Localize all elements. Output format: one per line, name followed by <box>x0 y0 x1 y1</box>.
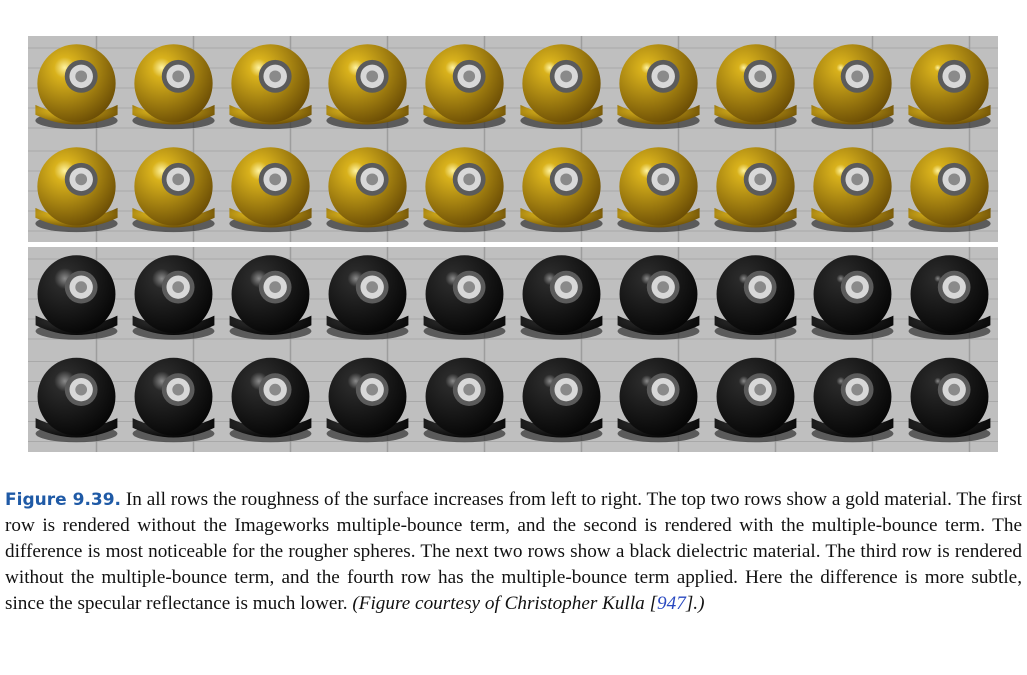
reference-link[interactable]: 947 <box>657 593 686 614</box>
gold-sphere-row2-3 <box>229 147 312 233</box>
black-sphere-row2-9 <box>811 357 894 443</box>
black-sphere-row2-7 <box>617 357 700 443</box>
black-sphere-row1-1 <box>35 255 118 340</box>
black-sphere-row1-7 <box>617 255 700 340</box>
gold-sphere-row1-1 <box>35 44 118 130</box>
gold-sphere-row1-9 <box>811 44 894 130</box>
black-sphere-row1-4 <box>326 255 409 340</box>
figure-image <box>28 36 998 452</box>
black-sphere-row2-10 <box>908 357 991 443</box>
figure-label: Figure 9.39. <box>5 490 122 510</box>
gold-sphere-row1-8 <box>714 44 797 130</box>
black-sphere-row1-5 <box>423 255 506 340</box>
black-sphere-row2-8 <box>714 357 797 443</box>
gold-sphere-row2-9 <box>811 147 894 233</box>
figure-credit: (Figure courtesy of Christopher Kulla [9… <box>352 593 704 614</box>
gold-sphere-row1-4 <box>326 44 409 130</box>
black-sphere-row1-6 <box>520 255 603 340</box>
gold-sphere-row2-4 <box>326 147 409 233</box>
black-sphere-row2-5 <box>423 357 506 443</box>
black-sphere-row1-2 <box>132 255 215 340</box>
gold-sphere-row1-6 <box>520 44 603 130</box>
credit-close: ].) <box>685 593 705 614</box>
gold-sphere-row2-1 <box>35 147 118 233</box>
gold-sphere-row2-5 <box>423 147 506 233</box>
black-sphere-row2-6 <box>520 357 603 443</box>
black-sphere-row1-3 <box>229 255 312 340</box>
black-sphere-row2-4 <box>326 357 409 443</box>
gold-sphere-row2-10 <box>908 147 991 233</box>
black-sphere-row2-2 <box>132 357 215 443</box>
gold-sphere-row2-6 <box>520 147 603 233</box>
gold-sphere-row1-10 <box>908 44 991 130</box>
gold-sphere-row1-3 <box>229 44 312 130</box>
black-sphere-row1-10 <box>908 255 991 340</box>
credit-open: (Figure courtesy of Christopher Kulla [ <box>352 593 658 614</box>
caption-text: In all rows the roughness of the surface… <box>5 489 1023 614</box>
black-sphere-row1-8 <box>714 255 797 340</box>
gold-sphere-row2-8 <box>714 147 797 233</box>
black-sphere-row2-3 <box>229 357 312 443</box>
gold-sphere-row2-7 <box>617 147 700 233</box>
black-spheres-render <box>28 247 998 452</box>
gold-material-strip <box>28 36 998 242</box>
gold-sphere-row2-2 <box>132 147 215 233</box>
black-dielectric-strip <box>28 247 998 452</box>
figure-caption: Figure 9.39. In all rows the roughness o… <box>5 487 1022 617</box>
gold-spheres-render <box>28 36 998 242</box>
gold-sphere-row1-2 <box>132 44 215 130</box>
black-sphere-row2-1 <box>35 357 118 443</box>
gold-sphere-row1-5 <box>423 44 506 130</box>
black-sphere-row1-9 <box>811 255 894 340</box>
gold-sphere-row1-7 <box>617 44 700 130</box>
